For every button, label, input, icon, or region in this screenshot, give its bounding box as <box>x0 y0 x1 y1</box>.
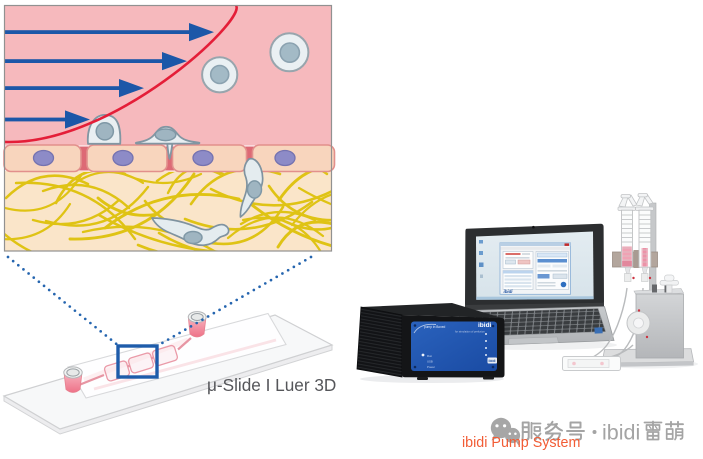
svg-text:Power: Power <box>427 365 435 369</box>
svg-text:μ-Slide I Luer 3D: μ-Slide I Luer 3D <box>207 375 336 395</box>
svg-text:ibidi: ibidi <box>504 289 514 294</box>
svg-text:for simulation of perfusion: for simulation of perfusion <box>455 330 485 334</box>
svg-text:ibidi: ibidi <box>602 421 640 445</box>
svg-text:ibidi Pump System: ibidi Pump System <box>462 435 580 451</box>
svg-text:USB: USB <box>427 360 433 364</box>
svg-text:pump in Boxed: pump in Boxed <box>424 325 445 329</box>
svg-text:ibidi: ibidi <box>489 359 496 363</box>
svg-text:Run: Run <box>427 354 433 358</box>
svg-text:ibidi: ibidi <box>478 322 492 329</box>
